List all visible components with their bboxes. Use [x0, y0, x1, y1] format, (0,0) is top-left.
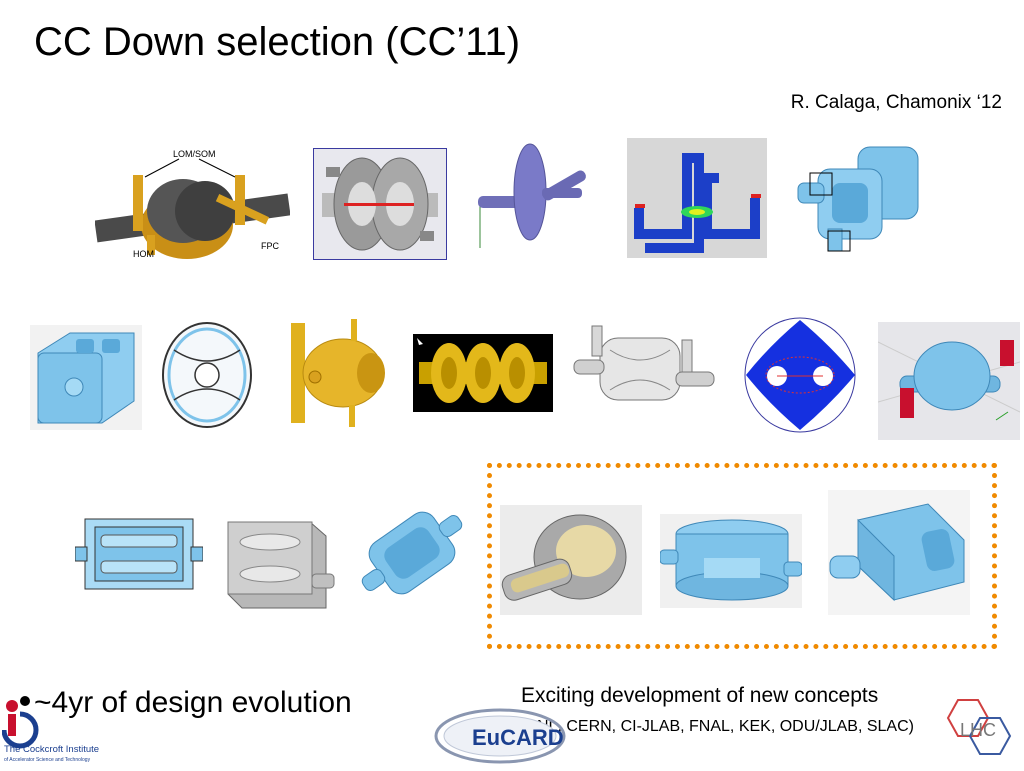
note-labs-list: (BNL, CERN, CI-JLAB, FNAL, KEK, ODU/JLAB… — [521, 718, 914, 735]
author-credit: R. Calaga, Chamonix ‘12 — [790, 92, 1002, 113]
cavity-image-blue-field — [743, 316, 858, 434]
cavity-image-gold-coax — [285, 315, 395, 430]
cavity-image-blue-open-ring — [660, 514, 802, 608]
cockcroft-sub-text: of Accelerator Science and Technology — [4, 757, 91, 763]
cavity-image-pillbox — [878, 322, 1020, 440]
cavity-image-disk-purple — [460, 140, 600, 250]
cavity-image-blue-rf-dipole — [352, 493, 472, 613]
cavity-image-blue-section — [75, 515, 203, 593]
bullet-dot-icon — [20, 696, 30, 707]
cavity-image-dqw-gold: LOM/SOM HOM FPC — [95, 145, 290, 265]
cavity-image-gold-multicell — [413, 334, 553, 412]
cavity-image-blue-crab — [828, 490, 970, 615]
cavity-image-ring-section — [160, 320, 255, 430]
lom-som-label: LOM/SOM — [173, 149, 216, 159]
lhc-logo: LHC — [944, 696, 1014, 758]
eucard-logo: EuCARD — [432, 706, 568, 766]
cockcroft-name-text: The Cockcroft Institute — [4, 744, 99, 755]
cavity-image-box-blue — [30, 325, 142, 430]
cavity-image-grey-transparent — [570, 320, 715, 420]
cockcroft-institute-logo: The Cockcroft Institute of Accelerator S… — [1, 700, 114, 764]
lhc-text: LHC — [960, 720, 996, 740]
hom-label: HOM — [133, 249, 154, 259]
bullet-design-evolution: ~4yr of design evolution — [20, 686, 352, 720]
bullet-text: ~4yr of design evolution — [34, 686, 352, 719]
cavity-image-grey-cutaway — [210, 512, 335, 612]
highlight-box-new-concepts — [487, 463, 997, 649]
slide-title: CC Down selection (CC’11) — [34, 20, 521, 64]
eucard-text: EuCARD — [472, 725, 564, 750]
cavity-image-field-sim — [627, 138, 767, 258]
fpc-label: FPC — [261, 241, 280, 251]
cavity-image-coaxial-cutaway — [500, 505, 642, 615]
cavity-image-square-blue — [788, 137, 923, 255]
cavity-image-twin-grey — [313, 148, 447, 260]
note-new-concepts: Exciting development of new concepts — [521, 684, 879, 707]
